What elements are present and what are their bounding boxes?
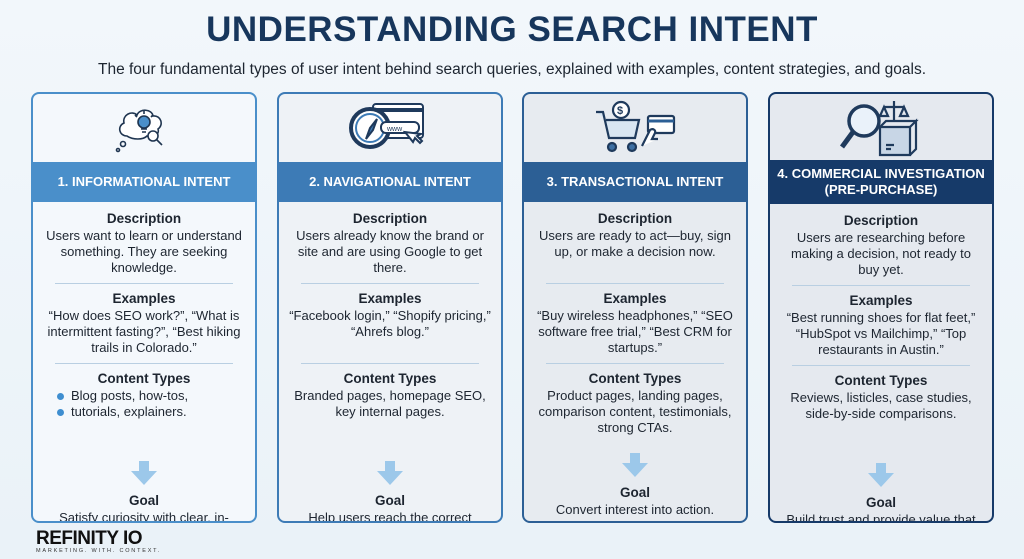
content-types-label: Content Types (97, 371, 191, 386)
svg-text:www: www (386, 126, 403, 133)
examples-label: Examples (603, 291, 667, 306)
examples-text: “Best running shoes for flat feet,” “Hub… (786, 310, 976, 357)
page-title: UNDERSTANDING SEARCH INTENT (206, 10, 818, 49)
logo-name: REFINITY IO (36, 528, 143, 549)
description-label: Description (352, 211, 428, 226)
goal-text: Build trust and provide value that nudge… (786, 512, 976, 523)
content-types-label: Content Types (588, 371, 682, 386)
examples-label: Examples (112, 291, 176, 306)
cart-credit-card-icon: $ (524, 94, 746, 162)
magnifier-scale-box-icon (770, 94, 992, 162)
intent-card-4: 4. COMMERCIAL INVESTIGATION (PRE-PURCHAS… (768, 92, 994, 523)
arrow-down-icon (131, 461, 157, 485)
description-text: Users want to learn or understand someth… (46, 228, 242, 275)
divider (301, 363, 479, 364)
divider (546, 363, 724, 364)
arrow-down-icon (868, 463, 894, 487)
description-text: Users are ready to act—buy, sign up, or … (539, 228, 731, 259)
examples-text: “Buy wireless headphones,” “SEO software… (537, 308, 733, 355)
description-label: Description (597, 211, 673, 226)
divider (792, 365, 970, 366)
thought-bubble-lightbulb-icon (33, 94, 255, 162)
content-types-text: Branded pages, homepage SEO, key interna… (294, 388, 486, 419)
divider (546, 283, 724, 284)
examples-label: Examples (849, 293, 913, 308)
logo-tagline: MARKETING. WITH. CONTEXT. (36, 548, 162, 554)
compass-browser-icon: www (279, 94, 501, 162)
card-heading: 3. TRANSACTIONAL INTENT (524, 162, 746, 202)
logo: REFINITY IO MARKETING. WITH. CONTEXT. (36, 528, 161, 554)
content-type-item: tutorials, explainers. (57, 404, 245, 420)
description-text: Users already know the brand or site and… (296, 228, 484, 275)
goal-label: Goal (128, 493, 159, 508)
card-heading: 2. NAVIGATIONAL INTENT (279, 162, 501, 202)
arrow-down-icon (377, 461, 403, 485)
examples-text: “Facebook login,” “Shopify pricing,” “Ah… (289, 308, 491, 339)
content-types-text: Product pages, landing pages, comparison… (538, 388, 732, 435)
goal-text: Help users reach the correct branded des… (308, 510, 472, 523)
description-label: Description (843, 213, 919, 228)
goal-label: Goal (865, 495, 896, 510)
examples-text: “How does SEO work?”, “What is intermitt… (47, 308, 241, 355)
content-types-list: Blog posts, how-tos,tutorials, explainer… (43, 388, 245, 420)
arrow-down-icon (622, 453, 648, 477)
divider (792, 285, 970, 286)
card-heading: 1. INFORMATIONAL INTENT (33, 162, 255, 202)
description-text: Users are researching before making a de… (791, 230, 971, 277)
goal-text: Satisfy curiosity with clear, in-depth i… (59, 510, 229, 523)
goal-label: Goal (374, 493, 405, 508)
svg-text:$: $ (617, 105, 623, 117)
goal-label: Goal (619, 485, 650, 500)
page-subtitle: The four fundamental types of user inten… (97, 61, 927, 78)
card-heading: 4. COMMERCIAL INVESTIGATION (PRE-PURCHAS… (770, 160, 992, 204)
divider (301, 283, 479, 284)
examples-label: Examples (358, 291, 422, 306)
content-types-label: Content Types (343, 371, 437, 386)
goal-text: Convert interest into action. (555, 502, 715, 517)
content-types-text: Reviews, listicles, case studies, side-b… (790, 390, 972, 421)
content-type-item: Blog posts, how-tos, (57, 388, 245, 404)
description-label: Description (106, 211, 182, 226)
divider (55, 283, 233, 284)
divider (55, 363, 233, 364)
content-types-label: Content Types (834, 373, 928, 388)
